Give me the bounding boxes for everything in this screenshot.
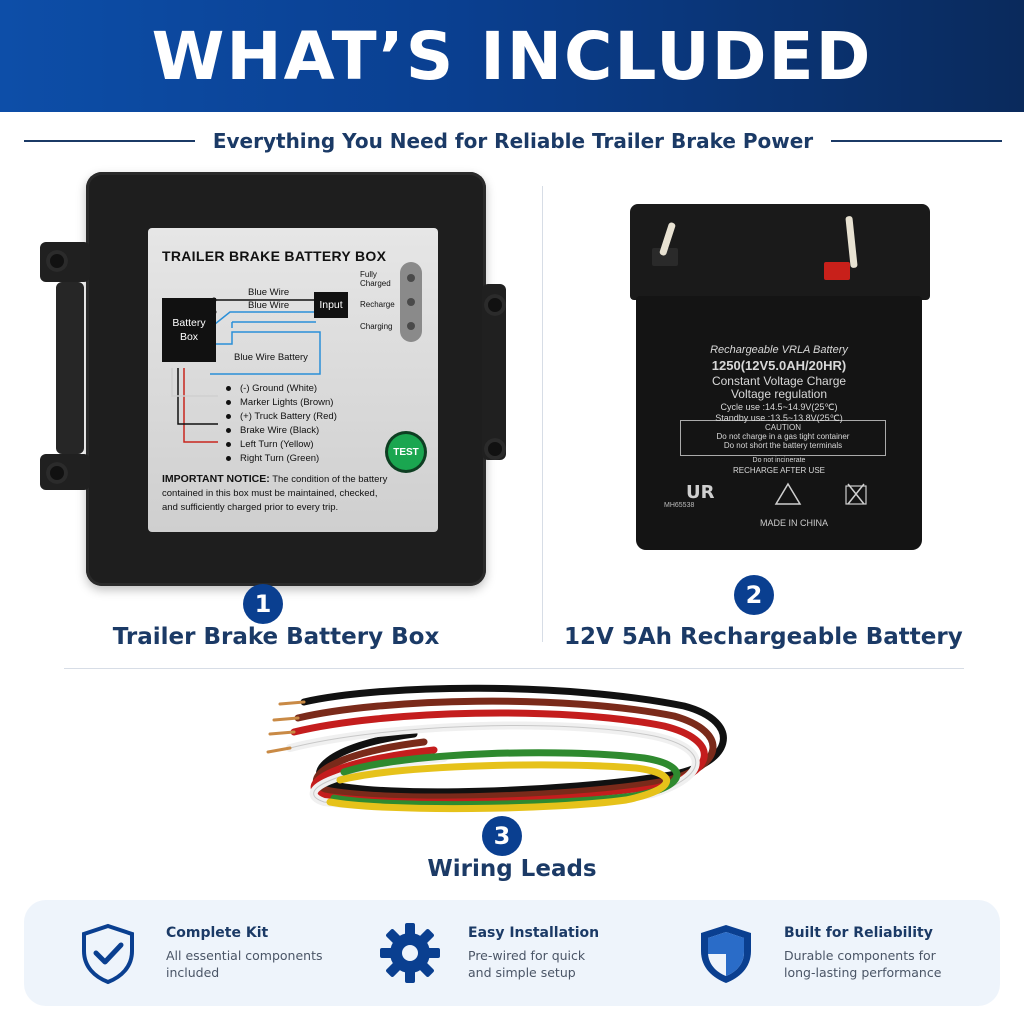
label-title: TRAILER BRAKE BATTERY BOX xyxy=(162,248,387,264)
test-button: TEST xyxy=(388,434,424,470)
battery-cycle-use: Cycle use :14.5~14.9V(25℃) xyxy=(720,402,838,412)
battery-image: Rechargeable VRLA Battery 1250(12V5.0AH/… xyxy=(630,204,930,550)
wiring-diagram xyxy=(171,297,321,443)
wire-legend: (-) Ground (White) Marker Lights (Brown)… xyxy=(226,381,337,465)
battery-incinerate: Do not incinerate xyxy=(752,457,806,464)
label-battery-box: Battery Box xyxy=(162,298,216,362)
feature-text: Complete Kit All essential components in… xyxy=(166,925,323,981)
header-banner: WHAT’S INCLUDED xyxy=(0,0,1024,112)
item-number-badge: 3 xyxy=(482,816,522,856)
screw-icon xyxy=(46,250,68,272)
page-title: WHAT’S INCLUDED xyxy=(151,17,873,95)
feature-desc-line2: and simple setup xyxy=(468,965,576,980)
battery-body: Rechargeable VRLA Battery 1250(12V5.0AH/… xyxy=(636,296,922,550)
battery-charge-text: Constant Voltage Charge xyxy=(711,374,847,388)
label-blue-wire-2: Blue Wire xyxy=(248,300,290,311)
wire-legend-item: Brake Wire (Black) xyxy=(226,423,337,437)
wire-legend-item: Right Turn (Green) xyxy=(226,451,337,465)
negative-terminal xyxy=(652,248,678,266)
label-input-box: Input xyxy=(314,292,348,318)
label-fully-charged: Fully Charged xyxy=(360,270,391,288)
battery-made-in: MADE IN CHINA xyxy=(760,518,829,528)
feature-desc-line2: included xyxy=(166,965,220,980)
subtitle-line-right xyxy=(831,140,1002,142)
item-label: 12V 5Ah Rechargeable Battery xyxy=(564,624,963,650)
label-recharge: Recharge xyxy=(360,300,395,309)
svg-text:UR: UR xyxy=(686,482,715,503)
feature-built-for-reliability: Built for Reliability Durable components… xyxy=(694,900,941,1006)
subtitle: Everything You Need for Reliable Trailer… xyxy=(212,129,814,153)
shield-check-icon xyxy=(82,923,134,985)
item-number-badge: 1 xyxy=(243,584,283,624)
side-rail xyxy=(56,282,84,454)
item-number-badge: 2 xyxy=(734,575,774,615)
feature-text: Built for Reliability Durable components… xyxy=(784,925,941,981)
led-icon xyxy=(407,274,415,282)
feature-desc-line1: All essential components xyxy=(166,948,323,963)
wire-legend-item: (+) Truck Battery (Red) xyxy=(226,409,337,423)
feature-desc-line1: Pre-wired for quick xyxy=(468,948,586,963)
battery-voltage-text: Voltage regulation xyxy=(730,387,828,401)
label-charging: Charging xyxy=(360,322,393,331)
wiring-leads-image xyxy=(266,684,727,813)
subtitle-line-left xyxy=(24,140,195,142)
wire-legend-item: Marker Lights (Brown) xyxy=(226,395,337,409)
feature-title: Easy Installation xyxy=(468,925,600,941)
horizontal-divider xyxy=(64,668,964,669)
led-icon xyxy=(407,322,415,330)
battery-standby-use: Standby use :13.5~13.8V(25℃) xyxy=(715,413,843,423)
battery-box-label: TRAILER BRAKE BATTERY BOX Blue Wire Blue… xyxy=(148,228,438,532)
screw-icon xyxy=(46,462,68,484)
battery-recharge-text: RECHARGE AFTER USE xyxy=(732,466,825,475)
feature-complete-kit: Complete Kit All essential components in… xyxy=(76,900,323,1006)
important-notice: IMPORTANT NOTICE: The condition of the b… xyxy=(162,473,388,513)
item-label: Wiring Leads xyxy=(427,856,597,882)
battery-cert-number: MH65538 xyxy=(664,502,695,509)
shield-icon xyxy=(701,925,751,983)
feature-bar: Complete Kit All essential components in… xyxy=(24,900,1000,1006)
certification-icons: UR xyxy=(686,482,867,505)
vertical-divider xyxy=(542,186,543,642)
feature-easy-installation: Easy Installation Pre-wired for quick an… xyxy=(378,900,599,1006)
screw-icon xyxy=(484,294,506,316)
battery-caution-box: CAUTION Do not charge in a gas tight con… xyxy=(680,420,886,456)
item-label: Trailer Brake Battery Box xyxy=(112,624,440,650)
battery-model: 1250(12V5.0AH/20HR) xyxy=(711,358,847,373)
subtitle-row: Everything You Need for Reliable Trailer… xyxy=(0,124,1024,158)
label-blue-wire-battery: Blue Wire Battery xyxy=(234,352,308,363)
label-blue-wire-1: Blue Wire xyxy=(248,287,290,298)
feature-desc-line1: Durable components for xyxy=(784,948,936,963)
feature-text: Easy Installation Pre-wired for quick an… xyxy=(468,925,599,981)
gear-icon xyxy=(380,923,440,983)
feature-desc-line2: long-lasting performance xyxy=(784,965,942,980)
battery-type: Rechargeable VRLA Battery xyxy=(710,344,848,356)
led-icon xyxy=(407,298,415,306)
battery-box-image: TRAILER BRAKE BATTERY BOX Blue Wire Blue… xyxy=(40,172,506,586)
screw-icon xyxy=(484,438,506,460)
positive-terminal xyxy=(824,262,850,280)
battery-lid xyxy=(630,204,930,300)
led-indicator-strip xyxy=(400,262,422,342)
wire-legend-item: Left Turn (Yellow) xyxy=(226,437,337,451)
feature-title: Built for Reliability xyxy=(784,925,933,941)
wire-legend-item: (-) Ground (White) xyxy=(226,381,337,395)
feature-title: Complete Kit xyxy=(166,925,269,941)
